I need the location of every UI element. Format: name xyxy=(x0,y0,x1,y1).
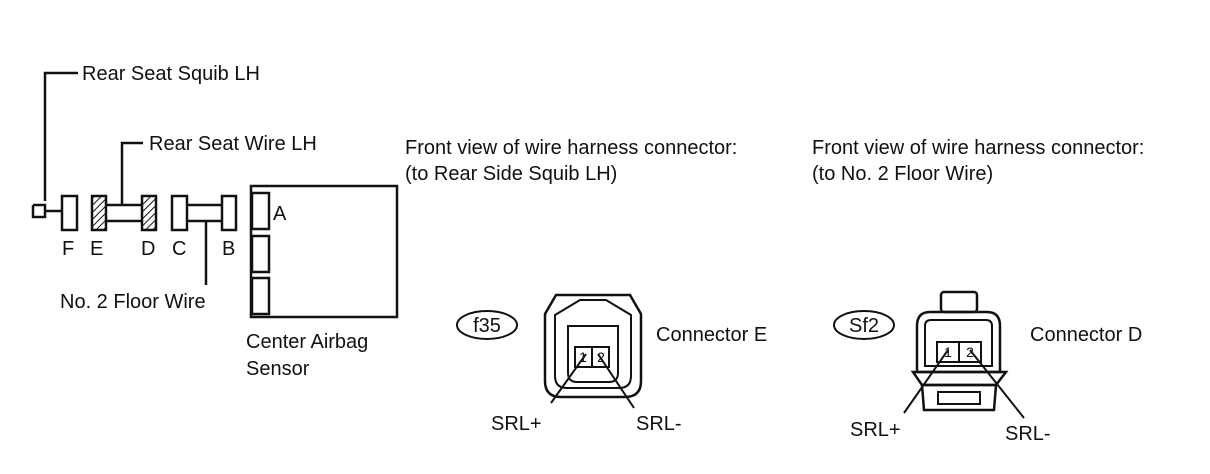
connector-d-pin1: 1 xyxy=(944,344,952,360)
rear-seat-squib-label: Rear Seat Squib LH xyxy=(82,63,260,85)
connector-e-body xyxy=(90,194,108,232)
connector-d-terminal-plus: SRL+ xyxy=(850,419,901,441)
connector-d-pin2: 2 xyxy=(966,344,974,360)
connector-e-terminal-plus: SRL+ xyxy=(491,413,542,435)
connector-e-pin1: 1 xyxy=(579,349,587,365)
rear-seat-wire xyxy=(106,141,143,223)
connector-letter-c: C xyxy=(172,238,186,260)
connector-letter-a: A xyxy=(273,203,287,225)
connector-e-pin2: 2 xyxy=(597,349,605,365)
connector-c-body xyxy=(170,194,189,232)
connector-letter-e: E xyxy=(90,238,103,260)
connector-e-terminal-minus: SRL- xyxy=(636,413,682,435)
connector-letter-d: D xyxy=(141,238,155,260)
connector-e-name: Connector E xyxy=(656,324,767,346)
floor-wire-label: No. 2 Floor Wire xyxy=(60,291,206,313)
rear-seat-squib-plug xyxy=(31,194,79,232)
connector-e-face xyxy=(543,293,643,409)
rear-seat-squib-leader xyxy=(43,71,78,201)
connector-letter-b: B xyxy=(222,238,235,260)
connector-letter-f: F xyxy=(62,238,74,260)
connector-e-code-badge xyxy=(456,310,518,340)
connector-e-heading-line2: (to Rear Side Squib LH) xyxy=(405,163,617,185)
connector-d-code-badge xyxy=(833,310,895,340)
connector-d-code: Sf2 xyxy=(849,315,879,337)
connector-d-name: Connector D xyxy=(1030,324,1142,346)
sensor-label-line1: Center Airbag xyxy=(246,331,368,353)
connector-d-heading-line1: Front view of wire harness connector: xyxy=(812,137,1144,159)
connector-d-heading-line2: (to No. 2 Floor Wire) xyxy=(812,163,993,185)
sensor-label-line2: Sensor xyxy=(246,358,310,380)
center-airbag-sensor-body xyxy=(249,184,399,319)
floor-wire xyxy=(187,203,222,285)
connector-d-body xyxy=(140,194,158,232)
connector-e-code: f35 xyxy=(473,315,501,337)
connector-d-terminal-minus: SRL- xyxy=(1005,423,1051,445)
rear-seat-wire-label: Rear Seat Wire LH xyxy=(149,133,317,155)
connector-e-heading-line1: Front view of wire harness connector: xyxy=(405,137,737,159)
connector-d-face xyxy=(903,290,1025,419)
connector-b-body xyxy=(220,194,238,232)
